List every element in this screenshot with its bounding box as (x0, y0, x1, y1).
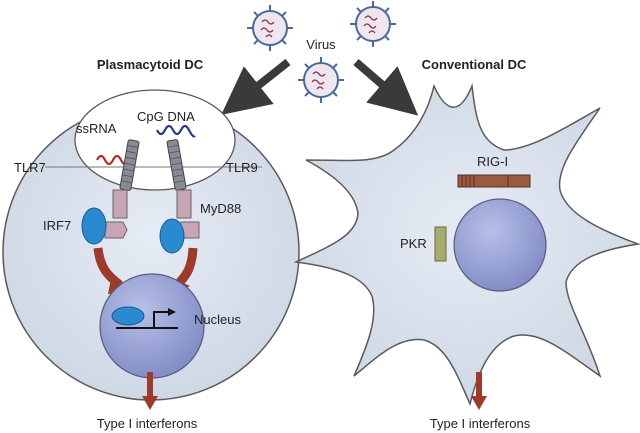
arrow-to-conventional-dc (353, 58, 419, 116)
type-i-interferons-left: Type I interferons (97, 416, 198, 431)
arrow-to-plasmacytoid-dc (221, 58, 291, 115)
pkr-label: PKR (400, 236, 427, 251)
arrowhead (142, 396, 158, 410)
arrowhead (471, 396, 487, 410)
endosome (74, 89, 236, 191)
arrowhead (168, 308, 176, 316)
tlr9-label: TLR9 (226, 160, 258, 175)
virus-icon (350, 1, 396, 47)
nucleus (99, 273, 205, 379)
virus-icon (298, 57, 344, 103)
ssrna-label: ssRNA (76, 121, 117, 136)
tlr7-label: TLR7 (14, 160, 46, 175)
irf7-protein (81, 207, 107, 245)
cpg-dna-strand (156, 124, 196, 138)
rig-i-label: RIG-I (477, 154, 508, 169)
virus-icon (247, 5, 293, 51)
cpg-dna-label: CpG DNA (137, 109, 195, 124)
nucleus-label: Nucleus (194, 312, 241, 327)
plasmacytoid-dc-title: Plasmacytoid DC (97, 57, 204, 72)
transcription-arrow-icon (153, 311, 170, 328)
pkr-protein (434, 226, 447, 262)
conventional-dc-nucleus (453, 198, 547, 292)
virus-label: Virus (306, 37, 336, 52)
irf7-in-nucleus (111, 306, 145, 326)
tlr7-receptor (104, 139, 140, 239)
type-i-interferons-right: Type I interferons (430, 416, 531, 431)
irf7-protein (159, 218, 185, 254)
irf7-label: IRF7 (43, 218, 71, 233)
rig-i-protein (457, 174, 531, 188)
conventional-dc-title: Conventional DC (422, 57, 527, 72)
myd88-label: MyD88 (200, 201, 241, 216)
